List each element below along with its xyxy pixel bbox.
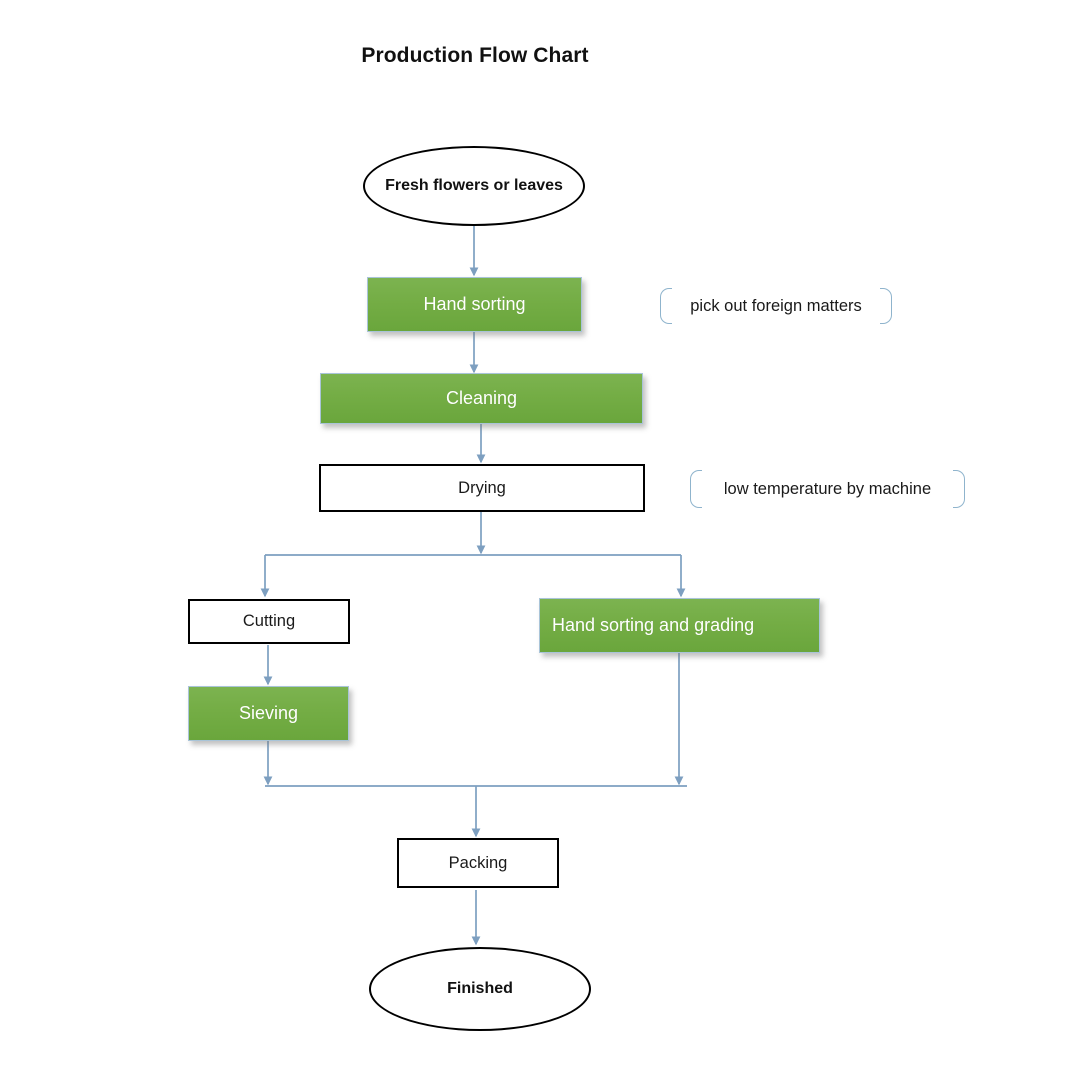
node-hand-sorting[interactable]: Hand sorting xyxy=(367,277,582,332)
node-cleaning[interactable]: Cleaning xyxy=(320,373,643,424)
node-start[interactable]: Fresh flowers or leaves xyxy=(363,146,585,226)
annotation-drying-label: low temperature by machine xyxy=(723,479,932,498)
node-hand-sorting-and-grading[interactable]: Hand sorting and grading xyxy=(539,598,820,653)
brace-left-icon xyxy=(690,470,702,508)
node-drying-label: Drying xyxy=(458,478,506,497)
node-cutting-label: Cutting xyxy=(242,612,296,631)
node-sieving[interactable]: Sieving xyxy=(188,686,349,741)
node-drying[interactable]: Drying xyxy=(319,464,645,512)
node-sieving-label: Sieving xyxy=(238,703,299,724)
node-cutting[interactable]: Cutting xyxy=(188,599,350,644)
node-cleaning-label: Cleaning xyxy=(445,388,518,409)
node-finished-label: Finished xyxy=(447,980,513,997)
annotation-drying: low temperature by machine xyxy=(690,470,965,508)
node-start-label: Fresh flowers or leaves xyxy=(385,177,563,194)
brace-left-icon xyxy=(660,288,672,324)
brace-right-icon xyxy=(880,288,892,324)
node-packing[interactable]: Packing xyxy=(397,838,559,888)
annotation-hand-sorting-label: pick out foreign matters xyxy=(690,296,862,315)
node-hand-sorting-label: Hand sorting xyxy=(423,294,526,315)
node-packing-label: Packing xyxy=(448,853,508,872)
annotation-hand-sorting: pick out foreign matters xyxy=(660,288,892,324)
node-hand-sorting-and-grading-label: Hand sorting and grading xyxy=(552,615,755,636)
node-finished[interactable]: Finished xyxy=(369,947,591,1031)
page-title: Production Flow Chart xyxy=(361,44,589,67)
brace-right-icon xyxy=(953,470,965,508)
